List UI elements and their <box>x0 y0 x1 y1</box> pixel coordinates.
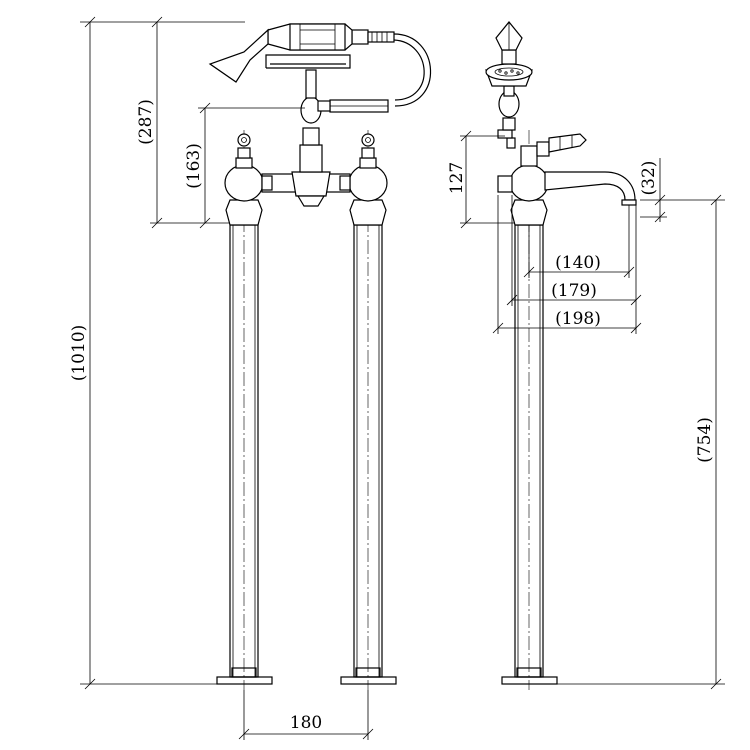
dim-spout-height: (754) <box>557 194 725 690</box>
dim-leg-centers: 180 <box>238 690 374 740</box>
label-valve-height: (163) <box>184 143 204 189</box>
label-shower-height: (287) <box>136 99 156 145</box>
label-side-body-height: 127 <box>447 162 467 194</box>
dim-spout-reach-198: (198) <box>492 195 642 334</box>
dim-spout-drop: (32) <box>639 158 725 223</box>
label-spout-drop: (32) <box>639 161 659 196</box>
label-leg-centers: 180 <box>290 713 322 733</box>
label-spout-reach-198: (198) <box>555 309 601 329</box>
dim-valve-height: (163) <box>184 102 305 229</box>
dim-spout-reach-179: (179) <box>506 195 642 306</box>
dim-shower-height: (287) <box>136 16 230 229</box>
label-spout-reach-140: (140) <box>555 253 601 273</box>
left-valve-body <box>224 133 264 226</box>
side-view: 127 (32) (754) (140) <box>447 21 725 690</box>
dim-side-body-height: 127 <box>447 130 515 229</box>
central-mixer <box>261 127 351 207</box>
label-spout-height: (754) <box>695 417 715 463</box>
label-spout-reach-179: (179) <box>551 281 597 301</box>
dim-spout-reach-140: (140) <box>523 205 635 278</box>
side-valve-body <box>485 21 637 226</box>
label-overall-height: (1010) <box>69 325 89 382</box>
front-view: (1010) (287) (163) 180 <box>69 16 432 740</box>
shower-handset <box>208 23 432 124</box>
dim-overall-height: (1010) <box>69 16 245 690</box>
right-valve-body <box>348 133 388 226</box>
